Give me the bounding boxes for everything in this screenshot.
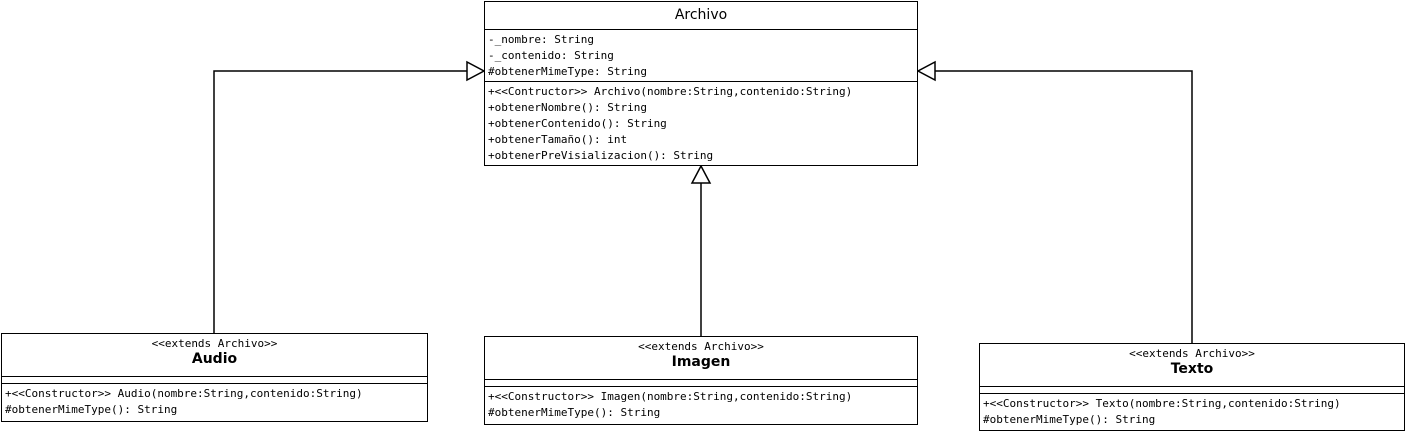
audio-inheritance-line [213, 70, 467, 333]
class-imagen-name: Imagen [671, 354, 731, 370]
class-imagen-header: <<extends Archivo>> Imagen [485, 337, 917, 380]
class-audio-attributes [2, 377, 427, 384]
class-audio-header: <<extends Archivo>> Audio [2, 334, 427, 377]
class-archivo[interactable]: Archivo -_nombre: String -_contenido: St… [484, 1, 918, 166]
attribute-obtener-mime-type: #obtenerMimeType: String [488, 65, 647, 78]
operation-obtener-nombre: +obtenerNombre(): String [488, 101, 647, 114]
operation-constructor: +<<Constructor>> Audio(nombre:String,con… [5, 387, 363, 400]
operation-constructor: +<<Constructor>> Texto(nombre:String,con… [983, 397, 1341, 410]
class-imagen-stereotype: <<extends Archivo>> [638, 340, 764, 353]
texto-inheritance-arrowhead [916, 60, 936, 82]
class-imagen[interactable]: <<extends Archivo>> Imagen +<<Constructo… [484, 336, 918, 425]
operation-obtener-mime-type: #obtenerMimeType(): String [488, 406, 661, 419]
class-texto-header: <<extends Archivo>> Texto [980, 344, 1404, 387]
operation-obtener-contenido: +obtenerContenido(): String [488, 117, 667, 130]
class-archivo-header: Archivo [485, 2, 917, 30]
class-audio-name: Audio [191, 351, 238, 367]
class-archivo-operations: +<<Contructor>> Archivo(nombre:String,co… [485, 82, 917, 165]
texto-inheritance-line [935, 70, 1193, 343]
attribute-nombre: -_nombre: String [488, 33, 594, 46]
attribute-contenido: -_contenido: String [488, 49, 614, 62]
class-texto-attributes [980, 387, 1404, 394]
operation-obtener-mime-type: #obtenerMimeType(): String [983, 413, 1156, 426]
class-archivo-attributes: -_nombre: String -_contenido: String #ob… [485, 30, 917, 82]
class-audio-operations: +<<Constructor>> Audio(nombre:String,con… [2, 384, 427, 419]
operation-obtener-previsualizacion: +obtenerPreVisializacion(): String [488, 149, 714, 162]
class-audio-stereotype: <<extends Archivo>> [151, 337, 278, 350]
class-imagen-attributes [485, 380, 917, 387]
operation-constructor: +<<Constructor>> Imagen(nombre:String,co… [488, 390, 853, 403]
class-texto[interactable]: <<extends Archivo>> Texto +<<Constructor… [979, 343, 1405, 431]
audio-inheritance-arrowhead [466, 60, 486, 82]
class-texto-stereotype: <<extends Archivo>> [1129, 347, 1255, 360]
operation-constructor: +<<Contructor>> Archivo(nombre:String,co… [488, 85, 853, 98]
class-texto-operations: +<<Constructor>> Texto(nombre:String,con… [980, 394, 1404, 429]
class-imagen-operations: +<<Constructor>> Imagen(nombre:String,co… [485, 387, 917, 422]
operation-obtener-tamano: +obtenerTamaño(): int [488, 133, 628, 146]
class-texto-name: Texto [1170, 361, 1214, 377]
class-archivo-name: Archivo [674, 7, 728, 23]
class-audio[interactable]: <<extends Archivo>> Audio +<<Constructor… [1, 333, 428, 422]
imagen-inheritance-arrowhead [690, 164, 712, 184]
operation-obtener-mime-type: #obtenerMimeType(): String [5, 403, 178, 416]
